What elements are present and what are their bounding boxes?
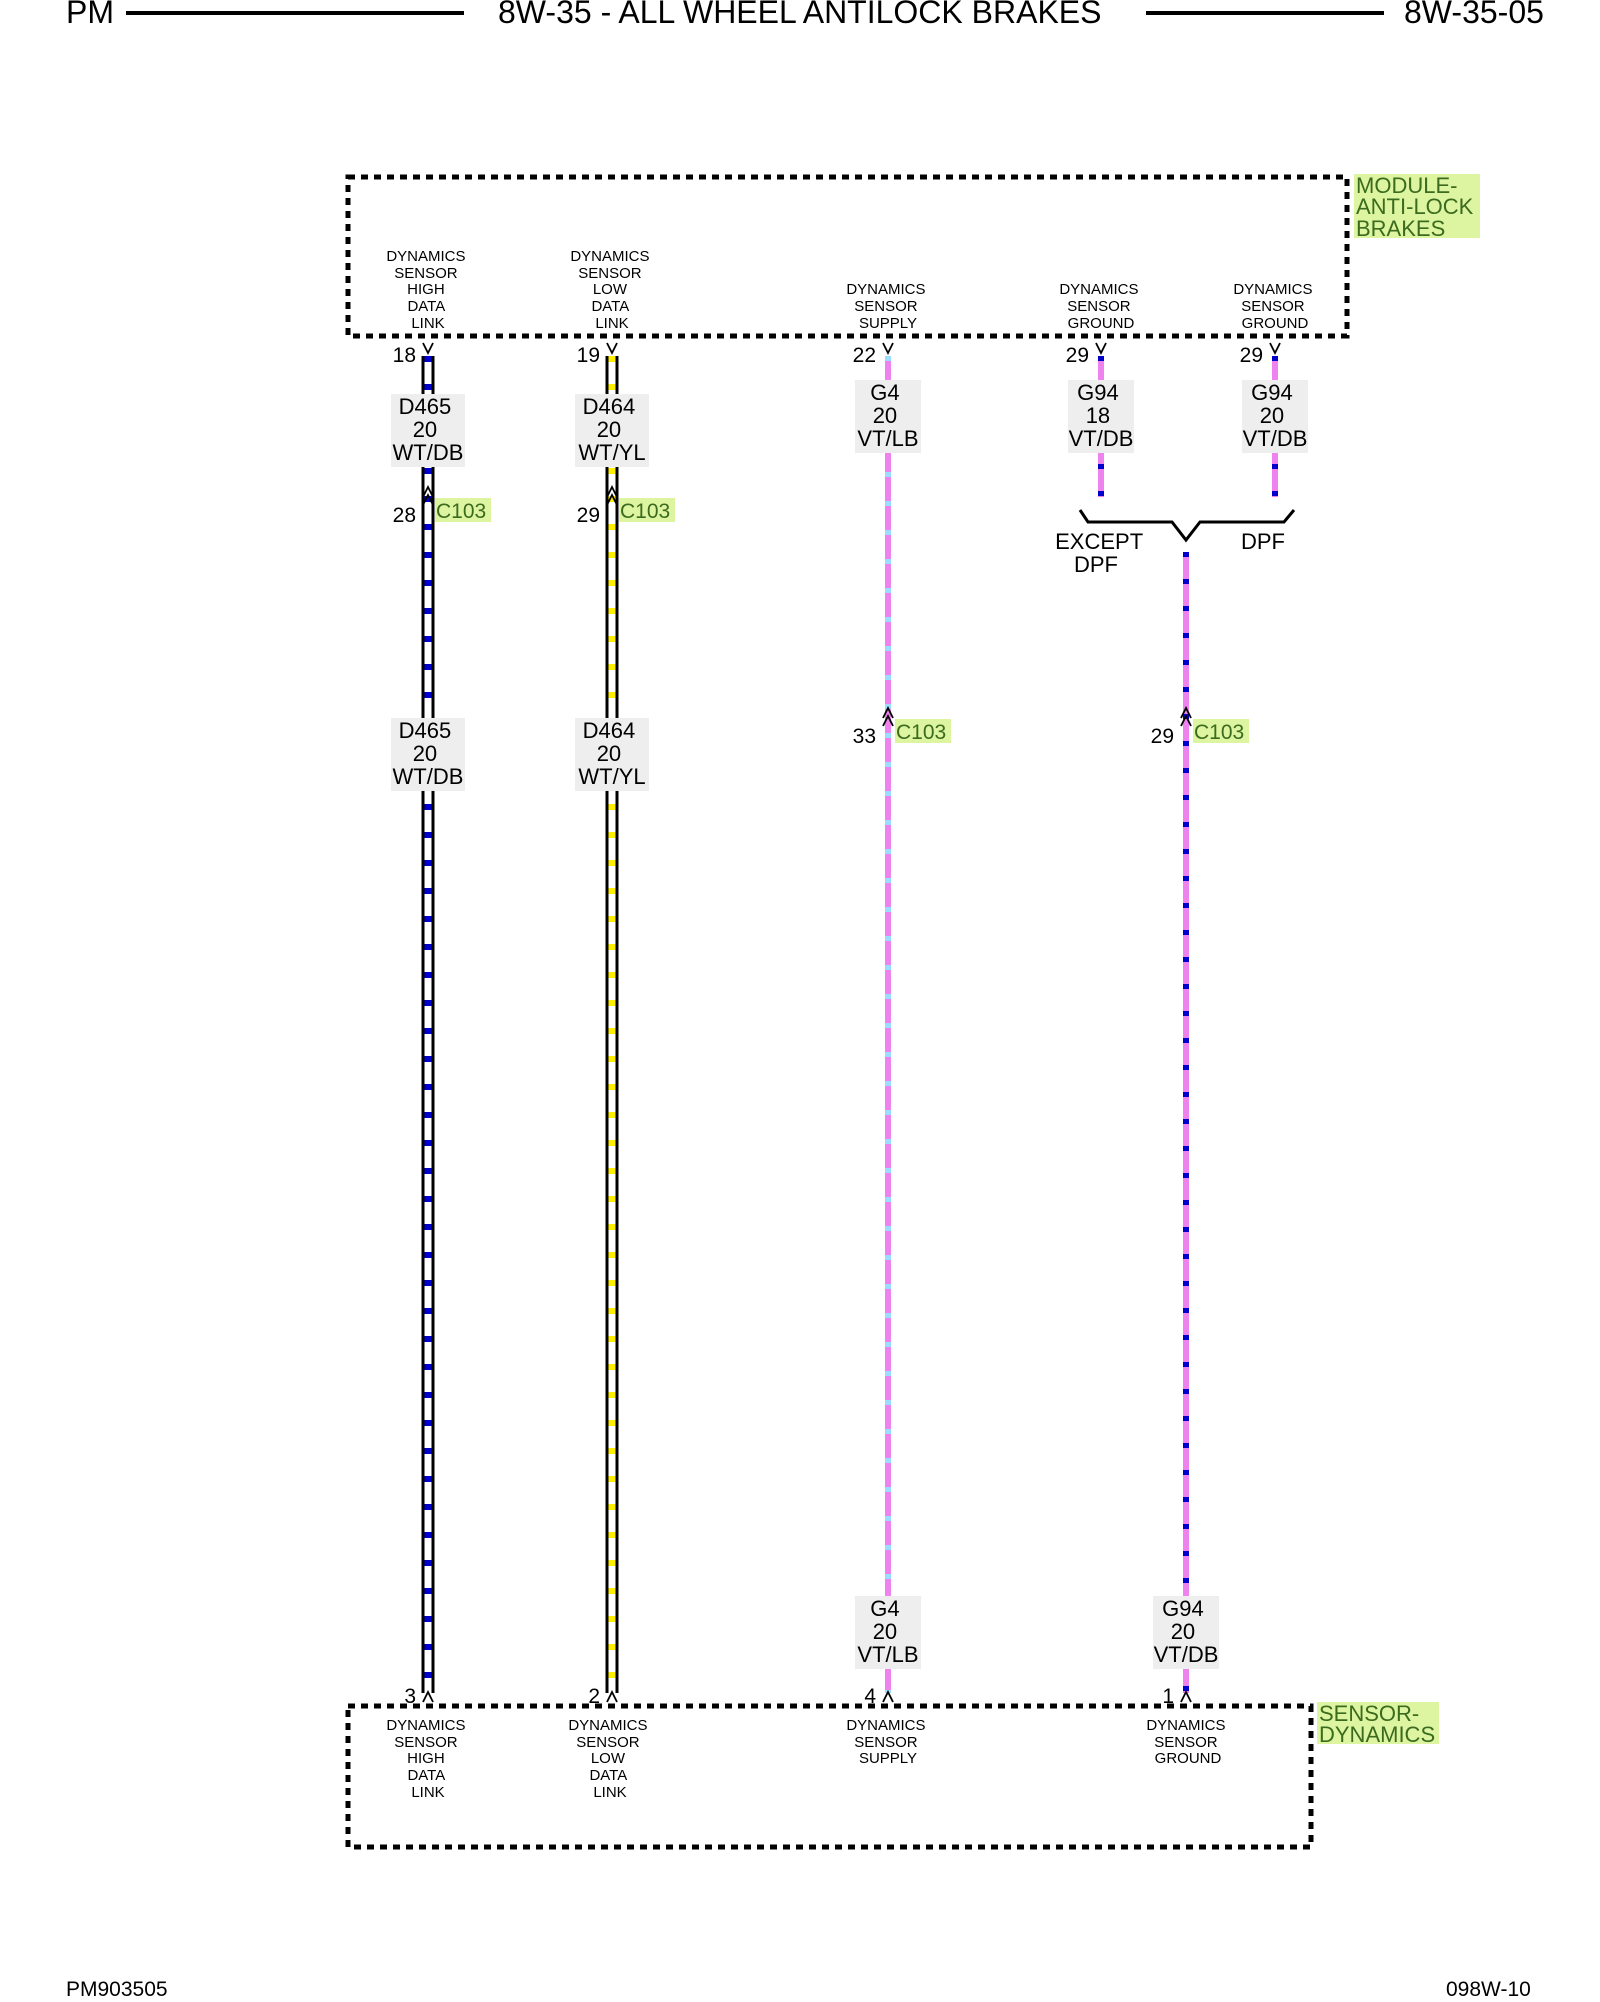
abs-pin-29-except-dpf: 29 bbox=[1066, 342, 1107, 367]
svg-text:D465 20 WT/DB: D465 20 WT/DB bbox=[393, 718, 464, 789]
svg-text:3: 3 bbox=[404, 1685, 416, 1708]
wire-label-g4-upper: G4 20 VT/LB bbox=[855, 380, 921, 453]
abs-pin-19: 19 bbox=[577, 342, 618, 367]
sensor-pin-desc-supply: DYNAMICS SENSOR SUPPLY bbox=[846, 1717, 929, 1767]
connector-c103-d464: 29 C103 bbox=[577, 486, 675, 527]
svg-text:D464 20 WT/YL: D464 20 WT/YL bbox=[578, 718, 645, 789]
svg-text:C103: C103 bbox=[896, 721, 946, 744]
svg-text:G94 20 VT/DB: G94 20 VT/DB bbox=[1154, 1596, 1219, 1667]
svg-text:29: 29 bbox=[1151, 725, 1174, 748]
abs-pin-desc-ground-1: DYNAMICS SENSOR GROUND bbox=[1059, 281, 1142, 332]
option-brace bbox=[1078, 509, 1296, 543]
sensor-pin-3: 3 bbox=[404, 1685, 434, 1708]
sensor-pin-4: 4 bbox=[864, 1685, 894, 1708]
svg-text:19: 19 bbox=[577, 344, 600, 367]
header-rule-left bbox=[126, 11, 464, 15]
svg-text:29: 29 bbox=[1240, 344, 1263, 367]
abs-pin-18: 18 bbox=[393, 342, 434, 367]
connector-c103-g4: 33 C103 bbox=[853, 707, 951, 748]
sensor-pin-desc-high: DYNAMICS SENSOR HIGH DATA LINK bbox=[386, 1717, 469, 1801]
abs-pin-desc-high: DYNAMICS SENSOR HIGH DATA LINK bbox=[386, 248, 469, 332]
svg-text:C103: C103 bbox=[620, 500, 670, 523]
abs-module-label-bg bbox=[1354, 174, 1480, 238]
sensor-module-label-bg bbox=[1317, 1702, 1439, 1744]
option-except-dpf: EXCEPT DPF bbox=[1055, 529, 1149, 577]
svg-text:29: 29 bbox=[1066, 344, 1089, 367]
wire-label-g94-20-dpf: G94 20 VT/DB bbox=[1242, 380, 1308, 453]
svg-text:22: 22 bbox=[853, 344, 876, 367]
abs-pin-desc-supply: DYNAMICS SENSOR SUPPLY bbox=[846, 281, 929, 332]
svg-text:18: 18 bbox=[393, 344, 416, 367]
abs-pin-22: 22 bbox=[853, 342, 894, 367]
wire-label-d464-lower: D464 20 WT/YL bbox=[575, 718, 649, 791]
svg-text:G4 20 VT/LB: G4 20 VT/LB bbox=[857, 1596, 918, 1667]
option-dpf: DPF bbox=[1241, 529, 1285, 554]
svg-text:C103: C103 bbox=[1194, 721, 1244, 744]
abs-module-box bbox=[345, 174, 1350, 339]
wire-label-g4-lower: G4 20 VT/LB bbox=[855, 1596, 921, 1669]
connector-c103-g94: 29 C103 bbox=[1151, 707, 1249, 748]
svg-text:29: 29 bbox=[577, 504, 600, 527]
sensor-pin-1: 1 bbox=[1162, 1685, 1192, 1708]
header-right: 8W-35-05 bbox=[1404, 0, 1544, 30]
sensor-pin-desc-ground: DYNAMICS SENSOR GROUND bbox=[1146, 1717, 1229, 1767]
wire-label-g94-lower: G94 20 VT/DB bbox=[1153, 1596, 1219, 1669]
svg-text:G94 20 VT/DB: G94 20 VT/DB bbox=[1243, 380, 1308, 451]
svg-text:1: 1 bbox=[1162, 1685, 1174, 1708]
svg-text:G94 18 VT/DB: G94 18 VT/DB bbox=[1069, 380, 1134, 451]
wire-label-d464-upper: D464 20 WT/YL bbox=[575, 394, 649, 467]
wire-label-g94-18: G94 18 VT/DB bbox=[1068, 380, 1134, 453]
sensor-pin-2: 2 bbox=[588, 1685, 618, 1708]
svg-text:C103: C103 bbox=[436, 500, 486, 523]
wire-label-d465-upper: D465 20 WT/DB bbox=[391, 394, 465, 467]
footer-right: 098W-10 bbox=[1446, 1978, 1531, 2001]
sensor-pin-desc-low: DYNAMICS SENSOR LOW DATA LINK bbox=[568, 1717, 651, 1801]
svg-text:33: 33 bbox=[853, 725, 876, 748]
svg-text:4: 4 bbox=[864, 1685, 876, 1708]
svg-text:D464 20 WT/YL: D464 20 WT/YL bbox=[578, 394, 645, 465]
svg-text:2: 2 bbox=[588, 1685, 600, 1708]
wire-label-d465-lower: D465 20 WT/DB bbox=[391, 718, 465, 791]
footer-left: PM903505 bbox=[66, 1978, 168, 2001]
sensor-module-box bbox=[345, 1703, 1314, 1850]
header-left: PM bbox=[66, 0, 114, 30]
svg-text:G4 20 VT/LB: G4 20 VT/LB bbox=[857, 380, 918, 451]
abs-pin-29-dpf: 29 bbox=[1240, 342, 1281, 367]
connector-c103-d465: 28 C103 bbox=[393, 486, 491, 527]
page-title: 8W-35 - ALL WHEEL ANTILOCK BRAKES bbox=[498, 0, 1102, 30]
header-rule-right bbox=[1146, 11, 1384, 15]
sensor-module-label: SENSOR- DYNAMICS bbox=[1319, 1701, 1435, 1747]
svg-text:D465 20 WT/DB: D465 20 WT/DB bbox=[393, 394, 464, 465]
abs-pin-desc-ground-2: DYNAMICS SENSOR GROUND bbox=[1233, 281, 1316, 332]
abs-pin-desc-low: DYNAMICS SENSOR LOW DATA LINK bbox=[570, 248, 653, 332]
svg-text:28: 28 bbox=[393, 504, 416, 527]
abs-module-label: MODULE- ANTI-LOCK BRAKES bbox=[1356, 173, 1479, 241]
